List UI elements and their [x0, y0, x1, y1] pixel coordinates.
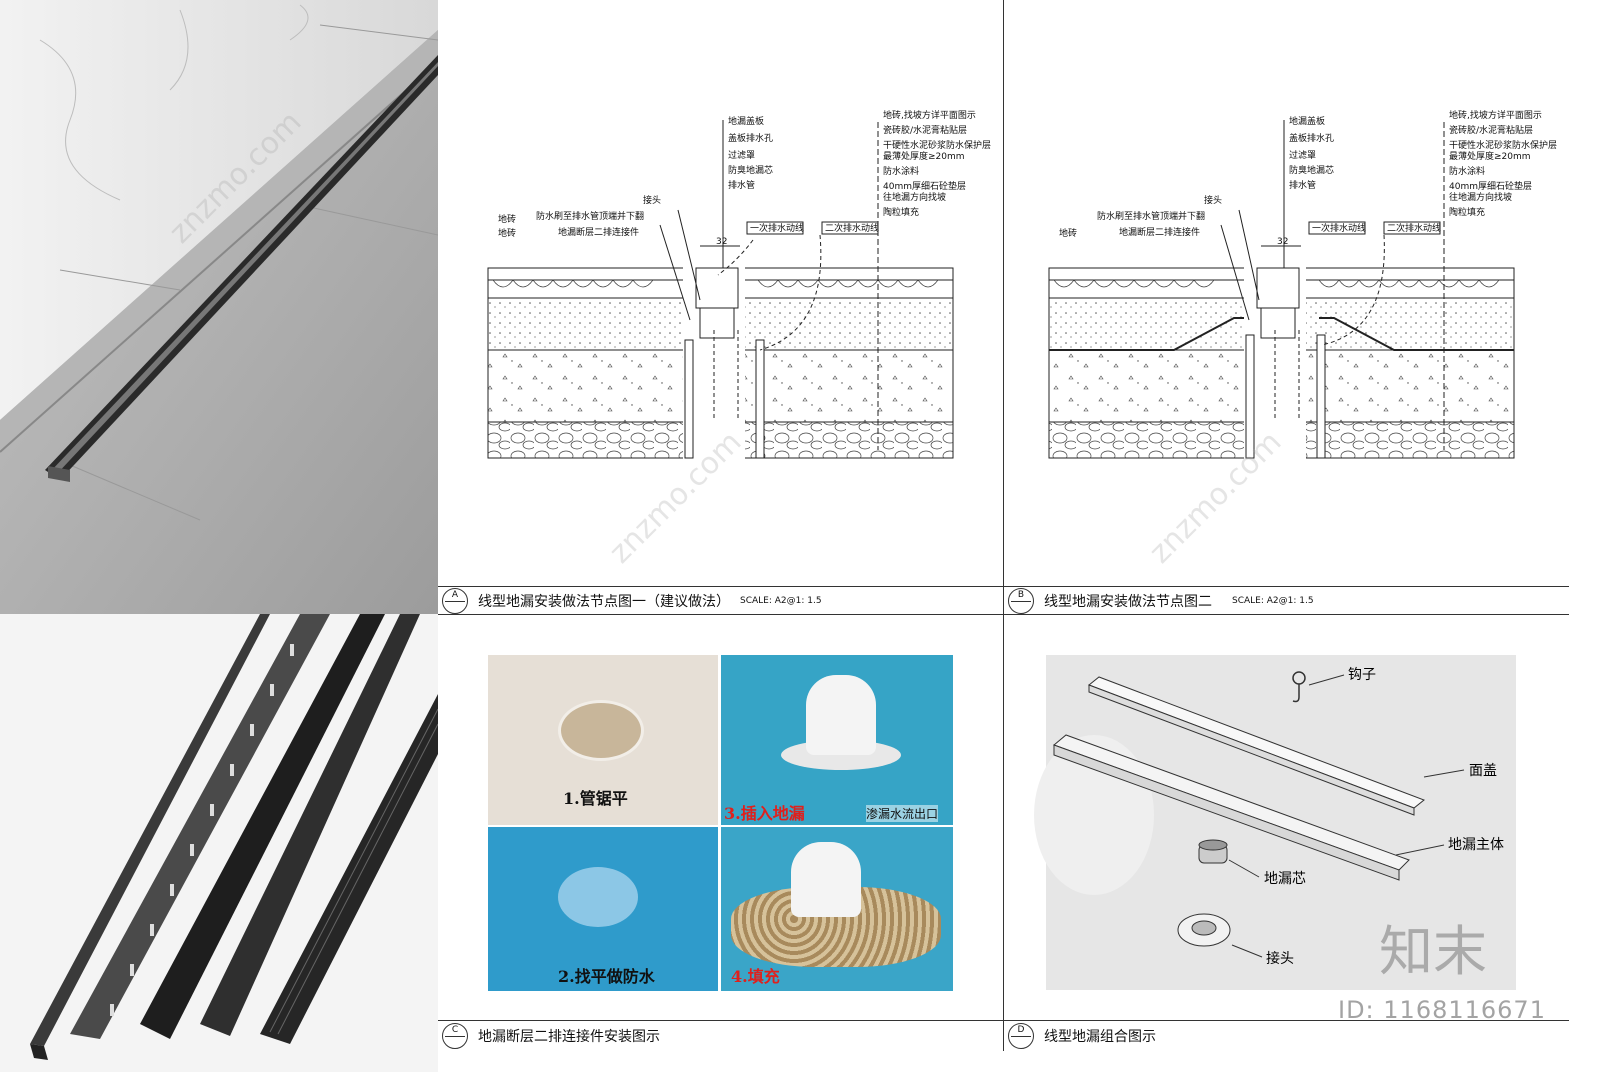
title-c: C 地漏断层二排连接件安装图示 [438, 1020, 1003, 1051]
tag-c: C [442, 1023, 468, 1049]
channel-3 [140, 614, 385, 1039]
label-r7: 往地漏方向找坡 [883, 191, 946, 203]
b-label-drain1: 一次排水动线 [1312, 222, 1366, 234]
core-part [1198, 839, 1228, 864]
label-dim: 32 [716, 237, 727, 247]
caption-step4: 4.填充 [731, 967, 780, 986]
hole [558, 867, 638, 927]
title-a: A 线型地漏安装做法节点图一（建议做法） SCALE: A2@1: 1.5 [438, 586, 1003, 615]
drain-fitting-body [806, 675, 876, 755]
label-cover: 地漏盖板 [728, 115, 764, 127]
title-d-text: 线型地漏组合图示 [1044, 1029, 1156, 1045]
cover-channel [1088, 676, 1425, 816]
b-label-r6: 40mm厚细石砼垫层 [1449, 180, 1532, 192]
b-label-waterproof: 防水刷至排水管顶端并下翻 [1097, 210, 1205, 222]
channel-2 [70, 614, 330, 1039]
label-cover-part: 面盖 [1469, 763, 1497, 779]
label-r1: 地砖,找坡方详平面图示 [883, 109, 976, 121]
b-label-connector: 地漏断层二排连接件 [1119, 226, 1200, 238]
b-label-pipe: 排水管 [1289, 179, 1316, 191]
section-drawing-a: 地漏盖板 盖板排水孔 过滤罩 防臭地漏芯 排水管 地砖,找坡方详平面图示 瓷砖胶… [438, 0, 1003, 586]
title-d: D 线型地漏组合图示 [1003, 1020, 1569, 1051]
drain-channels-photo [0, 614, 438, 1072]
b-label-r7: 往地漏方向找坡 [1449, 191, 1512, 203]
tag-b: B [1008, 588, 1034, 614]
drain-fitting-2 [791, 842, 861, 917]
channel-1 [30, 614, 270, 1060]
photo-step4: 4.填充 [721, 827, 953, 991]
b-label-r2: 瓷砖胶/水泥膏粘贴层 [1449, 124, 1533, 136]
label-drain2: 二次排水动线 [825, 222, 879, 234]
hook-icon [1292, 671, 1306, 703]
label-r5: 防水涂料 [883, 165, 919, 177]
label-cover-holes: 盖板排水孔 [728, 132, 773, 144]
sawn-pipe [558, 700, 644, 761]
channel-4 [200, 614, 420, 1036]
b-label-filter: 过滤罩 [1289, 149, 1316, 161]
label-hook: 钩子 [1348, 667, 1376, 683]
photo-step1: 1.管锯平 [488, 655, 718, 825]
b-label-tile: 地砖 [1059, 227, 1077, 239]
title-b-text: 线型地漏安装做法节点图二 [1044, 594, 1212, 610]
b-label-r3: 干硬性水泥砂浆防水保护层 [1449, 139, 1557, 151]
label-drain1: 一次排水动线 [750, 222, 804, 234]
title-b: B 线型地漏安装做法节点图二 SCALE: A2@1: 1.5 [1003, 586, 1569, 615]
label-filter: 过滤罩 [728, 149, 755, 161]
label-r2: 瓷砖胶/水泥膏粘贴层 [883, 124, 967, 136]
label-r8: 陶粒填充 [883, 206, 919, 218]
label-tile2: 地砖 [498, 227, 516, 239]
b-label-core: 防臭地漏芯 [1289, 164, 1334, 176]
label-body: 地漏主体 [1448, 837, 1504, 853]
photo-step2: 2.找平做防水 [488, 827, 718, 991]
label-waterproof: 防水刷至排水管顶端并下翻 [536, 210, 644, 222]
scale-a: SCALE: A2@1: 1.5 [740, 596, 822, 606]
tag-d: D [1008, 1023, 1034, 1049]
photo-step3: 3.插入地漏 渗漏水流出口 [721, 655, 953, 825]
b-label-cover: 地漏盖板 [1289, 115, 1325, 127]
b-label-r1: 地砖,找坡方详平面图示 [1449, 109, 1542, 121]
title-c-text: 地漏断层二排连接件安装图示 [478, 1029, 660, 1045]
assembly-diagram: 钩子 面盖 地漏主体 地漏芯 接头 知末 [1003, 614, 1569, 1021]
caption-step3: 3.插入地漏 [724, 804, 805, 823]
label-connector: 地漏断层二排连接件 [558, 226, 639, 238]
label-core: 防臭地漏芯 [728, 164, 773, 176]
tag-a: A [442, 588, 468, 614]
b-label-dim: 32 [1277, 237, 1288, 247]
channel-5 [260, 694, 438, 1044]
label-tile1: 地砖 [498, 213, 516, 225]
tile-drain-photo [0, 0, 438, 614]
caption-step1: 1.管锯平 [563, 789, 628, 808]
b-label-r4: 最薄处厚度≥20mm [1449, 150, 1531, 162]
install-photos: 1.管锯平 3.插入地漏 渗漏水流出口 2.找平做防水 4.填充 [438, 614, 1003, 1021]
b-label-joint: 接头 [1204, 194, 1222, 206]
b-label-r5: 防水涂料 [1449, 165, 1485, 177]
scale-b: SCALE: A2@1: 1.5 [1232, 596, 1314, 606]
caption-step2: 2.找平做防水 [558, 967, 655, 986]
b-label-r8: 陶粒填充 [1449, 206, 1485, 218]
label-joint: 接头 [643, 194, 661, 206]
b-label-drain2: 二次排水动线 [1387, 222, 1441, 234]
title-a-text: 线型地漏安装做法节点图一（建议做法） [478, 594, 730, 610]
watermark-id: ID: 1168116671 [1338, 996, 1546, 1024]
watermark-brand: 知末 [1379, 920, 1487, 983]
caption-outlet: 渗漏水流出口 [866, 805, 939, 822]
label-core-part: 地漏芯 [1264, 871, 1306, 887]
b-label-cover-holes: 盖板排水孔 [1289, 132, 1334, 144]
label-r6: 40mm厚细石砼垫层 [883, 180, 966, 192]
label-r4: 最薄处厚度≥20mm [883, 150, 965, 162]
label-r3: 干硬性水泥砂浆防水保护层 [883, 139, 991, 151]
body-channel [1053, 734, 1410, 881]
label-joint-part: 接头 [1266, 950, 1294, 967]
joint-part [1177, 913, 1231, 947]
label-pipe: 排水管 [728, 179, 755, 191]
section-drawing-b: 地漏盖板 盖板排水孔 过滤罩 防臭地漏芯 排水管 地砖,找坡方详平面图示 瓷砖胶… [1003, 0, 1569, 586]
